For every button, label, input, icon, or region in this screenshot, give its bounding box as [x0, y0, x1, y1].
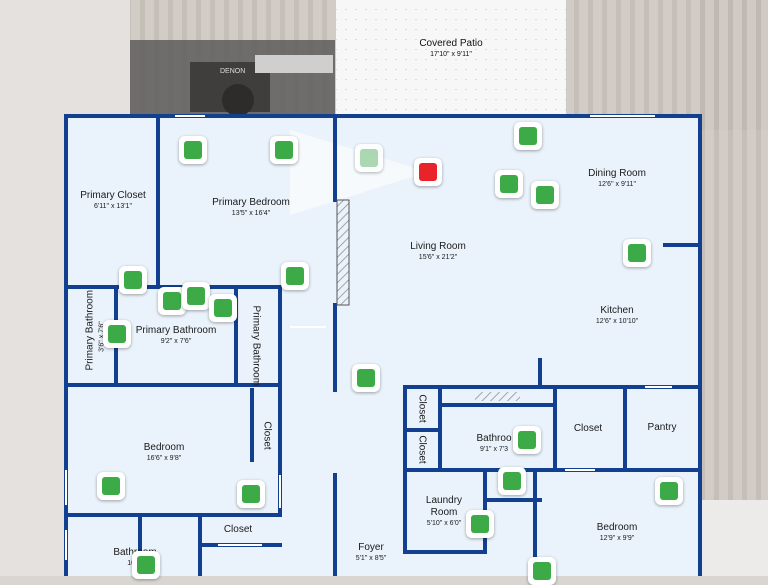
room-bathroom-center: Bathroo 9'1" x 7'3	[476, 433, 511, 454]
hotspot-marker[interactable]	[531, 181, 559, 209]
room-name: Primary Bedroom	[212, 197, 290, 208]
hotspot-dot	[357, 369, 375, 387]
room-bedroom-right: Bedroom 12'9" x 9'9"	[597, 522, 638, 543]
room-closet-small-1: Closet	[416, 394, 428, 423]
hotspot-dot	[419, 163, 437, 181]
room-laundry: Laundry Room 5'10" x 6'0"	[414, 495, 474, 528]
room-dims: 16'6" x 9'8"	[146, 455, 182, 462]
hotspot-marker[interactable]	[97, 472, 125, 500]
room-dims: 13'5" x 16'4"	[231, 210, 271, 217]
hotspot-marker[interactable]	[513, 426, 541, 454]
hotspot-marker[interactable]	[355, 144, 383, 172]
room-pantry: Pantry	[648, 422, 677, 434]
hotspot-dot	[500, 175, 518, 193]
room-name: Bedroom	[143, 442, 185, 453]
hotspot-marker[interactable]	[158, 287, 186, 315]
room-dims: 6'11" x 13'1"	[94, 203, 132, 210]
hotspot-marker[interactable]	[103, 320, 131, 348]
room-dims: 5'10" x 6'0"	[426, 520, 462, 527]
room-dining-room: Dining Room 12'6" x 9'11"	[588, 168, 646, 189]
room-bedroom-left: Bedroom 16'6" x 9'8"	[144, 442, 185, 463]
hotspot-marker[interactable]	[179, 136, 207, 164]
hotspot-dot	[214, 299, 232, 317]
room-closet-bottom: Closet	[224, 524, 252, 536]
hotspot-marker[interactable]	[528, 557, 556, 585]
room-dims: 12'6" x 9'11"	[598, 181, 636, 188]
hotspot-marker[interactable]	[514, 122, 542, 150]
hotspot-dot	[628, 244, 646, 262]
room-name: Bathroo	[476, 433, 512, 444]
room-primary-bathroom-small: Primary Bathroom	[84, 289, 96, 371]
hotspot-marker[interactable]	[132, 551, 160, 579]
hotspot-marker[interactable]	[655, 477, 683, 505]
room-dims: 12'9" x 9'9"	[599, 535, 635, 542]
room-name: Primary Closet	[80, 190, 146, 201]
hotspot-dot	[187, 287, 205, 305]
room-dims: 15'6" x 21'2"	[418, 254, 458, 261]
room-closet-left: Closet	[261, 421, 273, 450]
room-foyer: Foyer 5'1" x 8'5"	[356, 542, 387, 563]
room-primary-closet: Primary Closet 6'11" x 13'1"	[80, 190, 146, 211]
room-name: Pantry	[647, 422, 677, 433]
room-name: Closet	[223, 524, 253, 535]
hotspot-dot	[660, 482, 678, 500]
hotspot-dot	[102, 477, 120, 495]
hotspot-marker[interactable]	[209, 294, 237, 322]
hotspot-marker[interactable]	[270, 136, 298, 164]
hotspot-marker[interactable]	[182, 282, 210, 310]
room-name: Foyer	[358, 542, 384, 553]
room-name: Kitchen	[600, 305, 634, 316]
hotspot-marker-active[interactable]	[414, 158, 442, 186]
hotspot-dot	[275, 141, 293, 159]
hotspot-marker[interactable]	[119, 266, 147, 294]
room-dims: 5'1" x 8'5"	[355, 555, 387, 562]
covered-patio: Covered Patio 17'10" x 9'11"	[335, 0, 567, 114]
room-dims: 12'6" x 10'10"	[595, 318, 639, 325]
room-primary-bedroom: Primary Bedroom 13'5" x 16'4"	[212, 197, 290, 218]
room-name: Laundry Room	[425, 495, 463, 518]
hotspot-dot	[519, 127, 537, 145]
hotspot-marker[interactable]	[352, 364, 380, 392]
room-dims: 9'2" x 7'6"	[160, 338, 192, 345]
hotspot-dot	[124, 271, 142, 289]
hotspot-dot	[533, 562, 551, 580]
hotspot-marker[interactable]	[237, 480, 265, 508]
room-primary-bathroom-right: Primary Bathroom	[250, 305, 262, 387]
room-name: Bedroom	[596, 522, 638, 533]
room-closet-center: Closet	[574, 423, 602, 435]
hotspot-dot	[360, 149, 378, 167]
room-living-room: Living Room 15'6" x 21'2"	[410, 241, 466, 262]
room-name: Closet	[573, 423, 603, 434]
hotspot-dot	[536, 186, 554, 204]
room-name: Primary Bathroom	[250, 305, 262, 387]
room-kitchen: Kitchen 12'6" x 10'10"	[596, 305, 638, 326]
room-name: Dining Room	[588, 168, 646, 179]
hotspot-dot	[518, 431, 536, 449]
hotspot-dot	[242, 485, 260, 503]
patio-name: Covered Patio	[419, 38, 483, 49]
room-name: Primary Bathroom	[135, 325, 217, 336]
hotspot-dot	[163, 292, 181, 310]
device-brand-text: DENON	[220, 68, 245, 75]
hotspot-dot	[108, 325, 126, 343]
patio-dims: 17'10" x 9'11"	[430, 51, 472, 58]
hotspot-dot	[184, 141, 202, 159]
hotspot-dot	[503, 472, 521, 490]
room-name: Primary Bathroom	[84, 289, 96, 371]
room-dims: 9'1" x 7'3	[479, 446, 509, 453]
room-name: Living Room	[410, 241, 466, 252]
hotspot-marker[interactable]	[623, 239, 651, 267]
hotspot-marker[interactable]	[466, 510, 494, 538]
room-primary-bathroom: Primary Bathroom 9'2" x 7'6"	[136, 325, 217, 346]
hotspot-marker[interactable]	[498, 467, 526, 495]
hotspot-dot	[471, 515, 489, 533]
hotspot-marker[interactable]	[495, 170, 523, 198]
room-closet-small-2: Closet	[416, 435, 428, 464]
hotspot-dot	[137, 556, 155, 574]
hotspot-dot	[286, 267, 304, 285]
hotspot-marker[interactable]	[281, 262, 309, 290]
